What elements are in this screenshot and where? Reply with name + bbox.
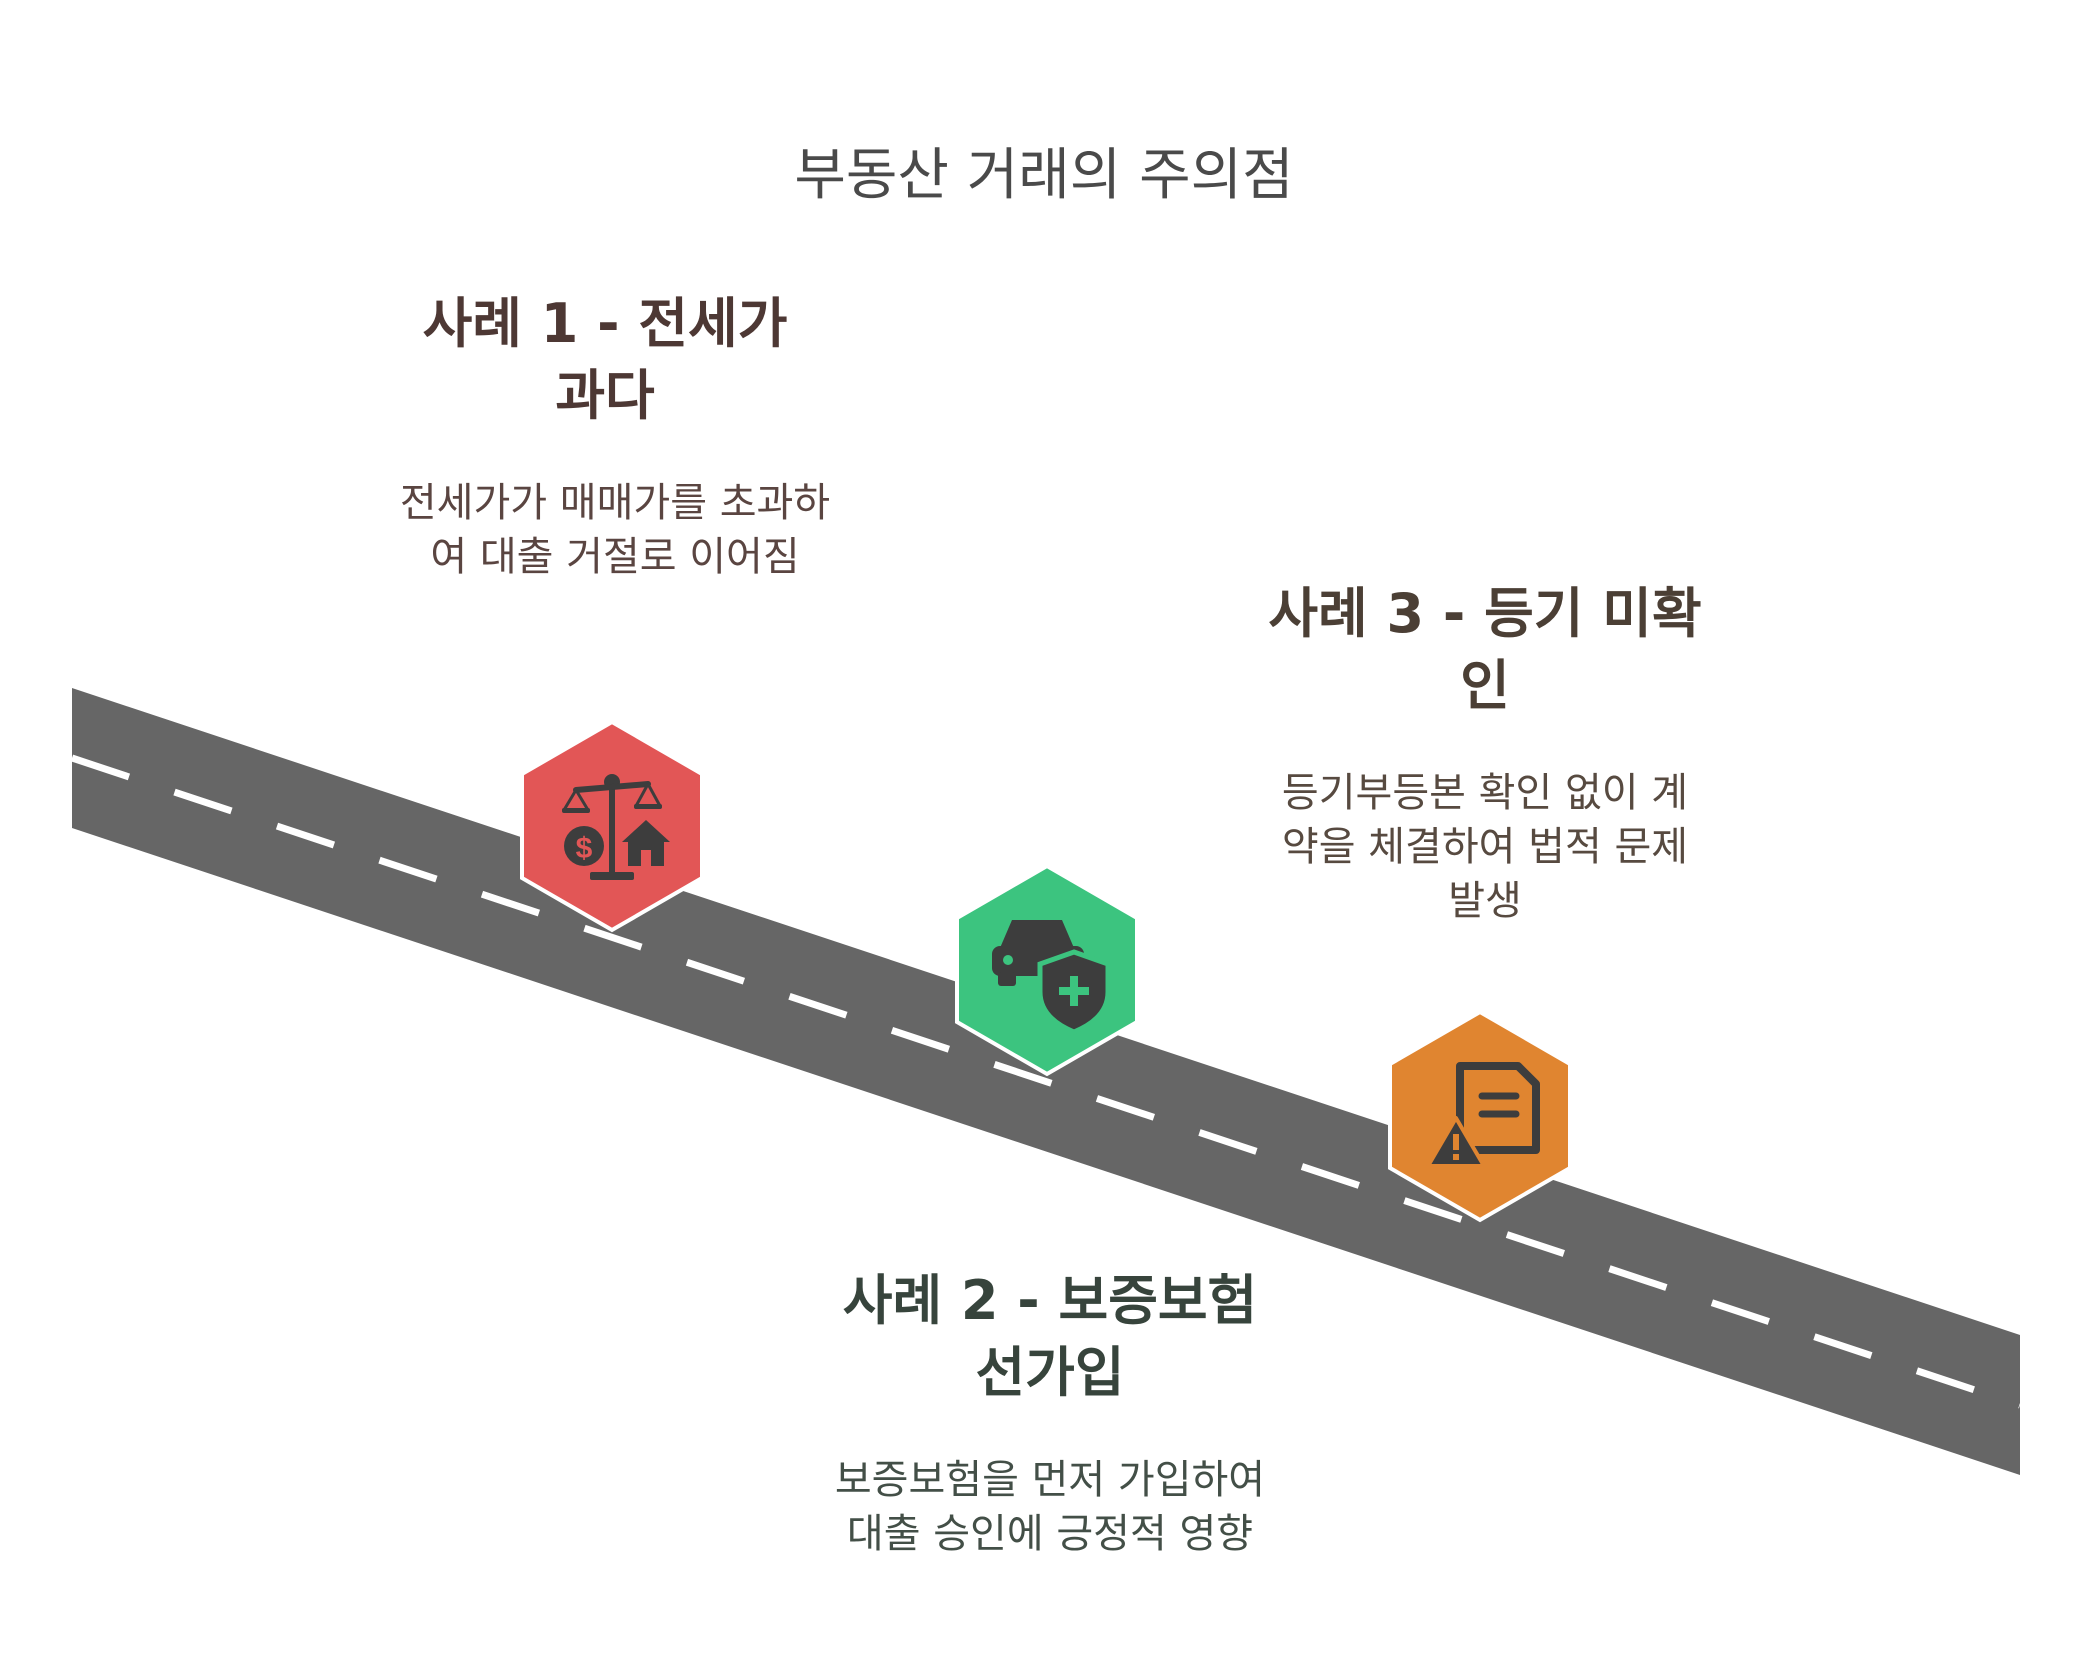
case-2-heading: 사례 2 - 보증보험 선가입	[842, 1269, 1258, 1404]
car-shield-icon	[992, 920, 1111, 1035]
case-3-heading: 사례 3 - 등기 미확인	[1268, 582, 1702, 717]
lane-markings	[70, 754, 2022, 1409]
page-title: 부동산 거래의 주의점	[794, 143, 1294, 208]
case-3-description: 등기부등본 확인 없이 계약을 체결하여 법적 문제 발생	[1281, 770, 1689, 924]
case-1-heading: 사례 1 - 전세가 과다	[422, 292, 788, 427]
svg-text:$: $	[576, 832, 593, 865]
scale-money-house-icon: $	[562, 774, 670, 880]
case-1-marker: $	[520, 719, 704, 933]
case-2-description: 보증보험을 먼저 가입하여 대출 승인에 긍정적 영향	[834, 1457, 1266, 1557]
case-1-description: 전세가가 매매가를 초과하여 대출 거절로 이어짐	[399, 480, 831, 580]
case-3-marker	[1388, 1009, 1572, 1223]
document-warning-icon	[1426, 1062, 1540, 1168]
case-2-marker	[955, 863, 1139, 1077]
